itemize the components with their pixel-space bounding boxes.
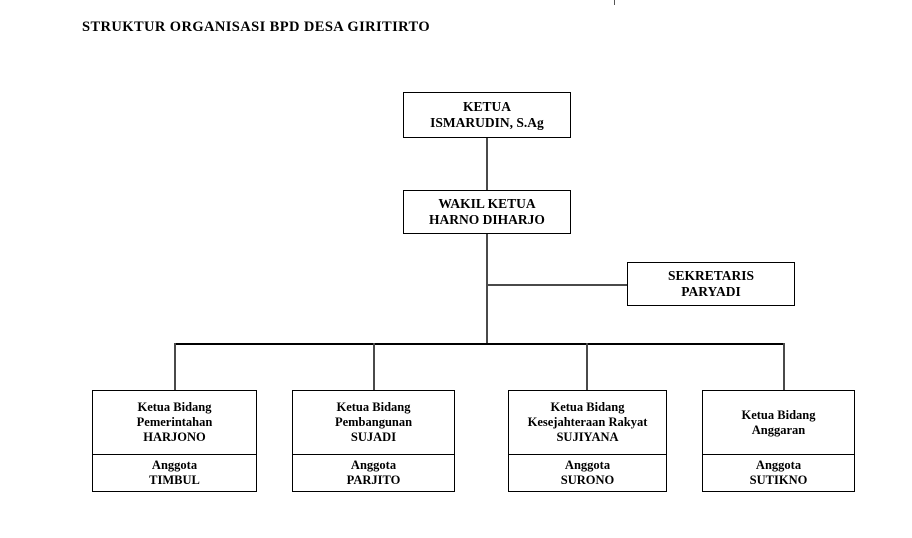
bidang-3-role: Ketua Bidang [550, 400, 625, 414]
node-bidang-pembangunan-head: Ketua Bidang Pembangunan SUJADI [292, 390, 455, 455]
connector-drop-bidang-3 [586, 343, 588, 390]
node-bidang-kesejahteraan-rakyat-member: Anggota SURONO [508, 455, 667, 492]
node-ketua-role: KETUA [462, 99, 511, 115]
node-bidang-pembangunan: Ketua Bidang Pembangunan SUJADI Anggota … [292, 390, 455, 492]
bidang-3-name: SUJIYANA [556, 430, 619, 444]
node-sekretaris: SEKRETARIS PARYADI [627, 262, 795, 306]
node-bidang-kesejahteraan-rakyat-head: Ketua Bidang Kesejahteraan Rakyat SUJIYA… [508, 390, 667, 455]
page-title: STRUKTUR ORGANISASI BPD DESA GIRITIRTO [82, 19, 431, 35]
connector-drop-bidang-2 [373, 343, 375, 390]
node-bidang-pembangunan-member: Anggota PARJITO [292, 455, 455, 492]
bidang-3-member-name: SURONO [560, 473, 615, 487]
bidang-2-name: SUJADI [350, 430, 397, 444]
connector-ketua-to-wakil [486, 138, 488, 190]
connector-wakil-to-sekretaris [486, 284, 628, 286]
bidang-1-member-role: Anggota [151, 458, 198, 472]
bidang-3-member-role: Anggota [564, 458, 611, 472]
bidang-1-field: Pemerintahan [136, 415, 213, 429]
bidang-4-role: Ketua Bidang [741, 407, 816, 422]
bidang-2-field: Pembangunan [334, 415, 413, 429]
bidang-2-member-name: PARJITO [346, 473, 401, 487]
node-wakil-ketua: WAKIL KETUA HARNO DIHARJO [403, 190, 571, 234]
bidang-1-name: HARJONO [143, 430, 206, 444]
connector-distribution-bar [174, 343, 785, 345]
node-bidang-pemerintahan-head: Ketua Bidang Pemerintahan HARJONO [92, 390, 257, 455]
bidang-4-member-role: Anggota [755, 458, 802, 472]
node-ketua: KETUA ISMARUDIN, S.Ag [403, 92, 571, 138]
bidang-4-field: Anggaran [751, 422, 806, 437]
node-bidang-anggaran-head: Ketua Bidang Anggaran [702, 390, 855, 455]
node-wakil-ketua-name: HARNO DIHARJO [429, 212, 545, 227]
node-bidang-kesejahteraan-rakyat: Ketua Bidang Kesejahteraan Rakyat SUJIYA… [508, 390, 667, 492]
page-edge-artifact [614, 0, 615, 5]
bidang-1-role: Ketua Bidang [137, 400, 212, 414]
connector-drop-bidang-1 [174, 343, 176, 390]
node-sekretaris-role: SEKRETARIS [667, 268, 755, 284]
bidang-2-member-role: Anggota [350, 458, 397, 472]
connector-wakil-spine [486, 234, 488, 344]
node-bidang-pemerintahan-member: Anggota TIMBUL [92, 455, 257, 492]
node-wakil-ketua-role: WAKIL KETUA [438, 196, 536, 212]
node-sekretaris-name: PARYADI [681, 284, 741, 299]
node-ketua-name: ISMARUDIN, S.Ag [430, 115, 544, 130]
node-bidang-anggaran: Ketua Bidang Anggaran Anggota SUTIKNO [702, 390, 855, 492]
node-bidang-anggaran-member: Anggota SUTIKNO [702, 455, 855, 492]
bidang-4-member-name: SUTIKNO [749, 473, 808, 487]
bidang-1-member-name: TIMBUL [149, 473, 200, 487]
bidang-2-role: Ketua Bidang [336, 400, 411, 414]
connector-drop-bidang-4 [783, 343, 785, 390]
node-bidang-pemerintahan: Ketua Bidang Pemerintahan HARJONO Anggot… [92, 390, 257, 492]
bidang-3-field: Kesejahteraan Rakyat [527, 415, 648, 429]
